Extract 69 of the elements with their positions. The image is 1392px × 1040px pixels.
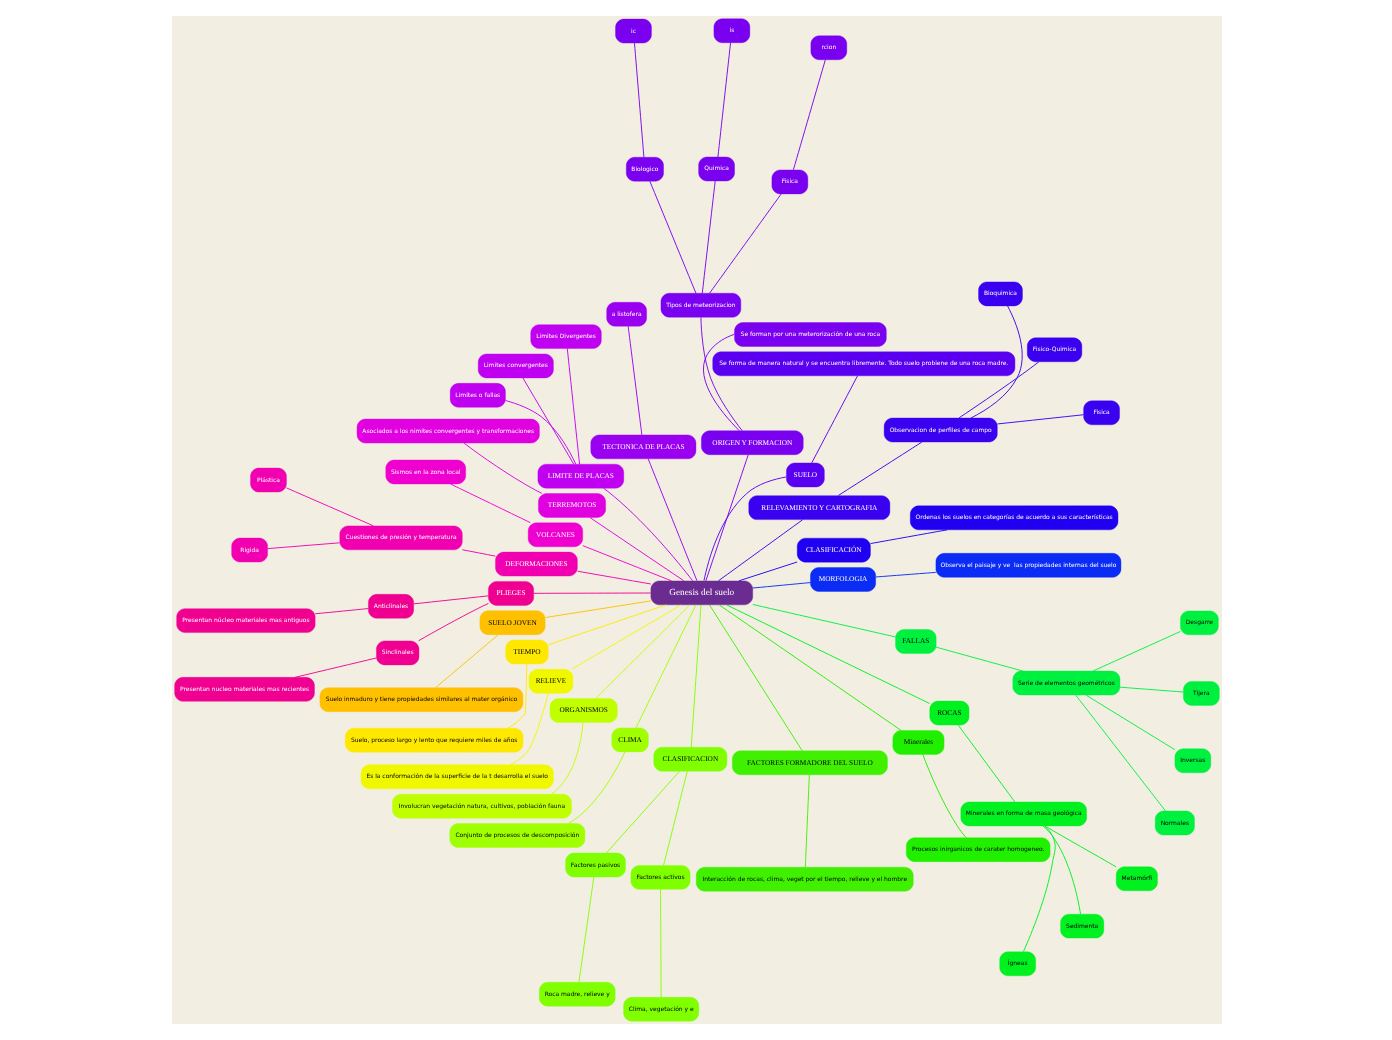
connector: [266, 542, 340, 550]
connector: [434, 634, 498, 688]
connector: [460, 549, 495, 557]
connector: [704, 454, 748, 582]
connector: [588, 517, 684, 582]
connector: [956, 724, 1015, 803]
connector: [417, 603, 488, 642]
connector: [1118, 686, 1183, 693]
connector: [737, 561, 797, 582]
connector: [285, 487, 373, 527]
connector: [716, 519, 803, 582]
connector: [602, 487, 693, 582]
connector: [1041, 825, 1080, 915]
connector: [634, 604, 696, 729]
connector: [648, 180, 696, 294]
connector: [957, 361, 1039, 419]
connector: [594, 604, 690, 699]
connector: [659, 889, 661, 998]
connector: [921, 754, 966, 839]
connector: [869, 529, 947, 545]
connector: [521, 377, 574, 465]
connector: [462, 442, 542, 494]
connector: [708, 193, 781, 294]
connector: [508, 692, 548, 766]
connector: [708, 604, 802, 752]
connector: [646, 458, 697, 582]
connector: [969, 305, 1022, 419]
connector: [702, 333, 739, 432]
connector: [662, 770, 687, 866]
connector: [803, 774, 809, 868]
connector: [995, 414, 1083, 425]
connector: [751, 604, 895, 638]
connector: [791, 59, 825, 171]
connector: [550, 722, 583, 795]
connector: [725, 604, 930, 704]
connector: [717, 604, 901, 731]
connector: [532, 592, 651, 594]
connector: [1074, 694, 1165, 812]
connector: [567, 751, 625, 824]
connector: [581, 545, 671, 582]
connector: [934, 646, 1023, 672]
connector: [702, 476, 786, 582]
connector: [699, 317, 742, 432]
connector: [689, 604, 701, 748]
connector: [836, 441, 922, 496]
connector: [412, 595, 488, 605]
connector: [716, 42, 730, 158]
connector: [874, 571, 936, 578]
connector: [504, 400, 576, 465]
connector: [506, 663, 527, 729]
connector: [700, 180, 715, 294]
connector: [751, 582, 810, 589]
connector: [626, 325, 642, 436]
connector: [810, 375, 857, 464]
connector: [449, 483, 530, 524]
connector: [1091, 631, 1180, 672]
connector: [565, 348, 579, 465]
connector: [1084, 694, 1175, 751]
connector: [604, 770, 679, 854]
connector: [570, 604, 681, 670]
connector: [576, 570, 651, 585]
connector: [1021, 825, 1055, 953]
connector: [1043, 825, 1116, 868]
connector: [577, 876, 594, 983]
connector: [293, 657, 376, 678]
connector: [313, 608, 368, 615]
connector: [543, 600, 651, 618]
connector: [633, 42, 644, 158]
connector: [547, 604, 666, 646]
